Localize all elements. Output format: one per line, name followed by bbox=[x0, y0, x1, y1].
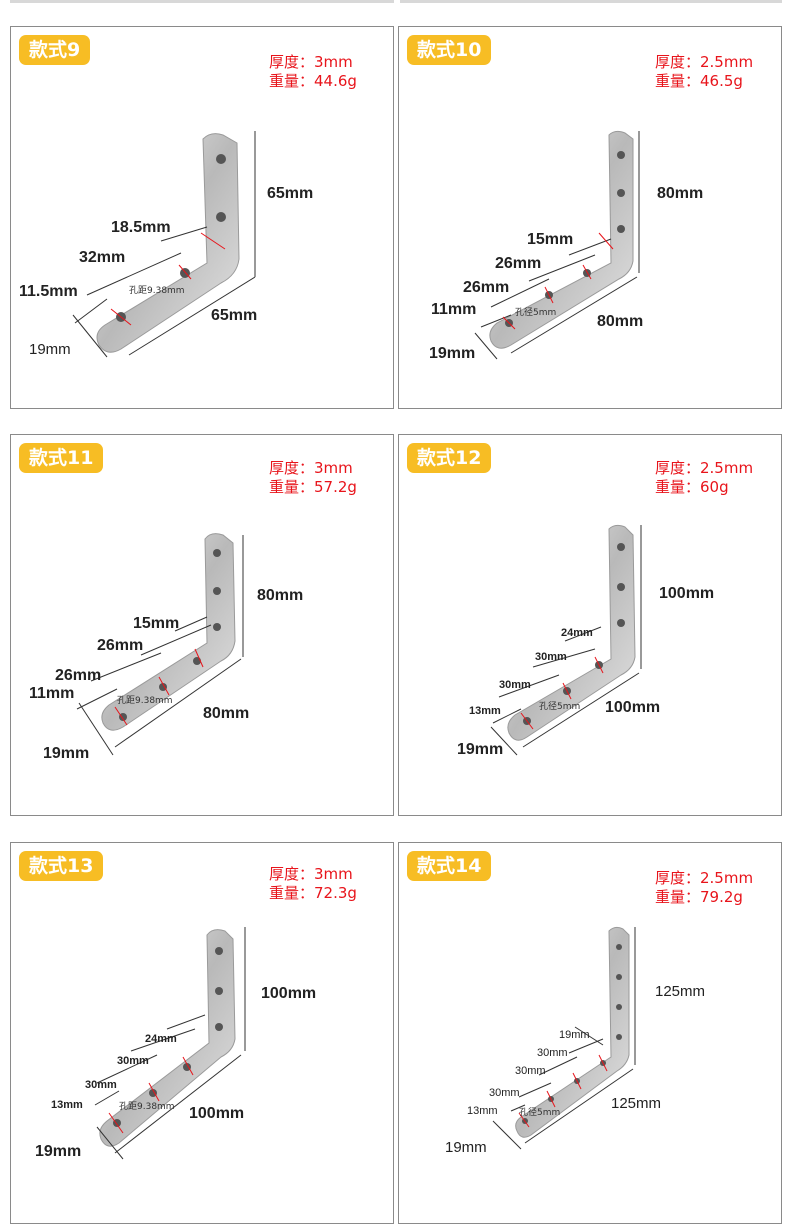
width-label: 19mm bbox=[35, 1143, 82, 1160]
spec-block: 厚度：3mm 重量：57.2g bbox=[269, 459, 357, 497]
horizontal-length-label: 100mm bbox=[189, 1105, 245, 1122]
horizontal-length-label: 100mm bbox=[605, 699, 661, 716]
hole-gap-label: 26mm bbox=[463, 279, 510, 296]
thickness-spec: 厚度：3mm bbox=[269, 459, 353, 477]
hole-gap-label: 18.5mm bbox=[111, 219, 171, 236]
hole-gap-label: 30mm bbox=[499, 679, 531, 691]
spec-block: 厚度：2.5mm 重量：46.5g bbox=[655, 53, 753, 91]
hole-gap-label: 30mm bbox=[537, 1047, 568, 1059]
weight-spec: 重量：57.2g bbox=[269, 478, 357, 496]
style-badge: 款式14 bbox=[407, 851, 492, 881]
vertical-length-label: 100mm bbox=[659, 585, 715, 602]
hole-note: 孔径5mm bbox=[515, 308, 557, 318]
product-card-style-13: 款式13 厚度：3mm 重量：72.3g 100mm 100mm 19mm 24… bbox=[10, 842, 394, 1224]
width-label: 19mm bbox=[429, 345, 476, 362]
width-label: 19mm bbox=[29, 341, 71, 358]
hole-gap-label: 19mm bbox=[559, 1029, 590, 1041]
hole-gap-label: 30mm bbox=[85, 1079, 117, 1091]
width-label: 19mm bbox=[43, 745, 90, 762]
thickness-spec: 厚度：2.5mm bbox=[655, 53, 754, 71]
bracket-drawing bbox=[490, 524, 642, 756]
spec-block: 厚度：2.5mm 重量：60g bbox=[655, 459, 753, 497]
thickness-spec: 厚度：2.5mm bbox=[655, 459, 754, 477]
hole-gap-label: 30mm bbox=[515, 1065, 546, 1077]
vertical-length-label: 125mm bbox=[655, 983, 706, 1000]
spec-block: 厚度：3mm 重量：72.3g bbox=[269, 865, 357, 903]
edge-distance-label: 13mm bbox=[51, 1099, 83, 1111]
bracket-drawing bbox=[474, 130, 640, 360]
top-divider bbox=[400, 0, 782, 3]
horizontal-length-label: 65mm bbox=[211, 307, 258, 324]
spec-block: 厚度：2.5mm 重量：79.2g bbox=[655, 869, 753, 907]
style-badge: 款式11 bbox=[19, 443, 104, 473]
hole-note: 孔径5mm bbox=[539, 702, 581, 712]
hole-gap-label: 26mm bbox=[55, 667, 102, 684]
thickness-spec: 厚度：3mm bbox=[269, 865, 353, 883]
bracket-drawing bbox=[492, 926, 636, 1150]
hole-gap-label: 30mm bbox=[535, 651, 567, 663]
vertical-length-label: 65mm bbox=[267, 185, 314, 202]
product-card-style-11: 款式11 厚度：3mm 重量：57.2g 80mm 80mm 19mm 15mm… bbox=[10, 434, 394, 816]
top-divider bbox=[10, 0, 394, 3]
hole-gap-label: 15mm bbox=[133, 615, 180, 632]
horizontal-length-label: 80mm bbox=[597, 313, 644, 330]
hole-note: 孔距9.38mm bbox=[117, 696, 173, 706]
hole-gap-label: 26mm bbox=[97, 637, 144, 654]
hole-note: 孔距9.38mm bbox=[129, 286, 185, 296]
hole-gap-label: 32mm bbox=[79, 249, 126, 266]
hole-gap-label: 30mm bbox=[117, 1055, 149, 1067]
horizontal-length-label: 125mm bbox=[611, 1095, 662, 1112]
bracket-drawing bbox=[72, 131, 256, 358]
hole-note: 孔距9.38mm bbox=[119, 1102, 175, 1112]
weight-spec: 重量：60g bbox=[655, 478, 729, 496]
edge-distance-label: 11mm bbox=[29, 685, 75, 702]
style-badge: 款式9 bbox=[19, 35, 91, 65]
horizontal-length-label: 80mm bbox=[203, 705, 250, 722]
thickness-spec: 厚度：3mm bbox=[269, 53, 353, 71]
edge-distance-label: 13mm bbox=[469, 705, 501, 717]
product-card-style-12: 款式12 厚度：2.5mm 重量：60g 100mm 100mm 19mm 24… bbox=[398, 434, 782, 816]
vertical-length-label: 100mm bbox=[261, 985, 317, 1002]
product-card-style-10: 款式10 厚度：2.5mm 重量：46.5g 80mm 80mm 19mm 15… bbox=[398, 26, 782, 409]
edge-distance-label: 13mm bbox=[467, 1105, 498, 1117]
style-badge: 款式12 bbox=[407, 443, 492, 473]
width-label: 19mm bbox=[445, 1139, 487, 1156]
hole-gap-label: 24mm bbox=[561, 627, 593, 639]
spec-block: 厚度：3mm 重量：44.6g bbox=[269, 53, 357, 91]
width-label: 19mm bbox=[457, 741, 504, 758]
product-card-style-14: 款式14 厚度：2.5mm 重量：79.2g 125mm 125mm 19mm … bbox=[398, 842, 782, 1224]
style-badge: 款式10 bbox=[407, 35, 492, 65]
product-card-style-9: 款式9 厚度：3mm 重量：44.6g 65mm 65mm 19mm 18.5m… bbox=[10, 26, 394, 409]
hole-gap-label: 15mm bbox=[527, 231, 574, 248]
hole-gap-label: 26mm bbox=[495, 255, 542, 272]
hole-note: 孔径5mm bbox=[519, 1108, 561, 1118]
vertical-length-label: 80mm bbox=[257, 587, 304, 604]
bracket-drawing bbox=[94, 927, 246, 1160]
edge-distance-label: 11mm bbox=[431, 301, 477, 318]
vertical-length-label: 80mm bbox=[657, 185, 704, 202]
hole-gap-label: 24mm bbox=[145, 1033, 177, 1045]
weight-spec: 重量：46.5g bbox=[655, 72, 743, 90]
hole-gap-label: 30mm bbox=[489, 1087, 520, 1099]
edge-distance-label: 11.5mm bbox=[19, 283, 78, 300]
thickness-spec: 厚度：2.5mm bbox=[655, 869, 754, 887]
weight-spec: 重量：79.2g bbox=[655, 888, 743, 906]
style-badge: 款式13 bbox=[19, 851, 104, 881]
weight-spec: 重量：72.3g bbox=[269, 884, 357, 902]
bracket-drawing bbox=[76, 533, 244, 756]
weight-spec: 重量：44.6g bbox=[269, 72, 357, 90]
